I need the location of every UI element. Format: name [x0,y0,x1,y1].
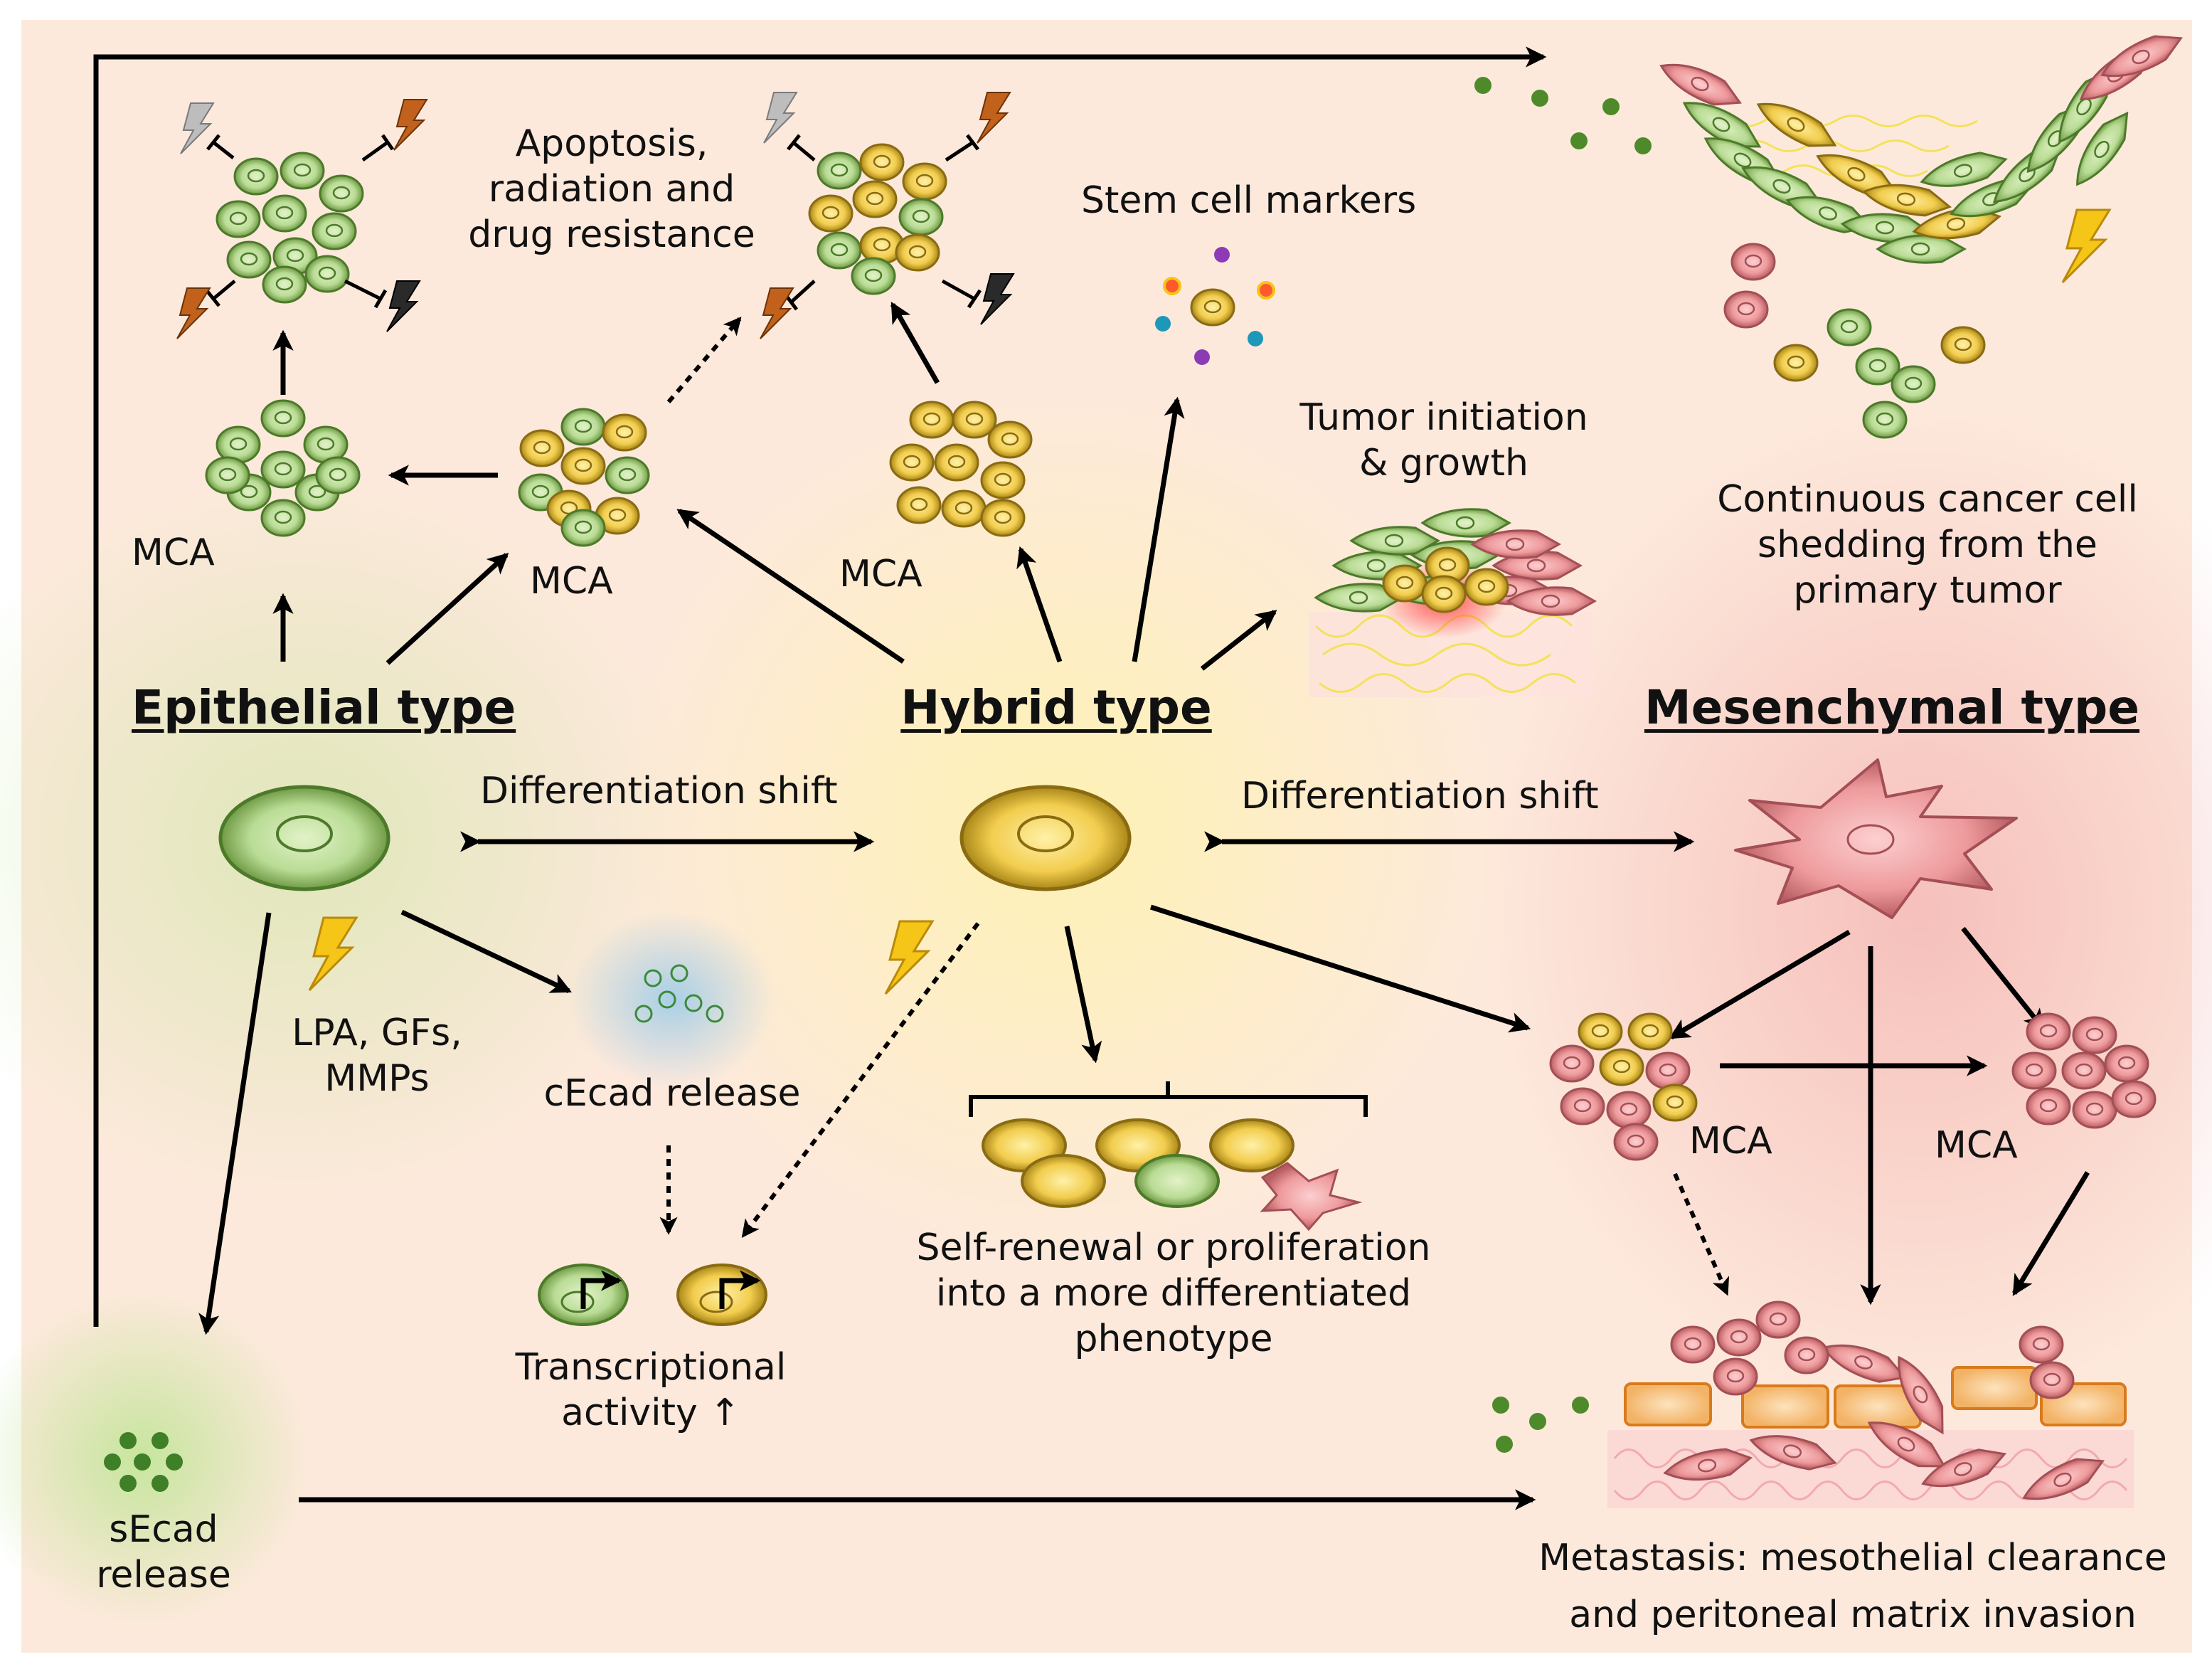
label-lpa-gfs-mmps: LPA, GFs,MMPs [292,1012,462,1100]
metastasis-illustration [1492,1300,2134,1512]
label-differentiation-shift-right: Differentiation shift [1241,775,1599,817]
hybrid-cell [959,785,1132,891]
heading-mesenchymal-type: Mesenchymal type [1644,680,2140,735]
stem-cell-marker-icon [1155,247,1275,365]
primary-tumor-illustration [1474,24,2188,439]
label-mca-mixed-red: MCA [1689,1120,1772,1162]
mca-cluster-hybrid [889,401,1033,537]
tumor-growth-illustration [1309,508,1596,697]
label-tumor-initiation: Tumor initiation& growth [1299,396,1588,484]
arrows [93,46,2090,1510]
dotted-arrows [659,317,1730,1296]
label-mca-mesenchymal: MCA [1935,1124,2018,1167]
cecad-particles [634,964,724,1023]
heading-epithelial-type: Epithelial type [132,680,516,735]
label-differentiation-shift-left: Differentiation shift [480,770,838,812]
secad-particles [104,1432,183,1492]
transcription-arrow-icon [580,1270,761,1309]
label-cecad-release: cEcad release [543,1072,801,1115]
self-renewal-cells [982,1118,1363,1231]
label-stem-cell-markers: Stem cell markers [1081,179,1417,222]
label-mca-hybrid: MCA [839,553,922,595]
label-mca-mixed: MCA [530,560,613,603]
epithelial-cell [218,785,390,891]
mesenchymal-cell [1734,758,2018,919]
label-mca-epithelial: MCA [132,531,215,574]
heading-hybrid-type: Hybrid type [900,680,1212,735]
